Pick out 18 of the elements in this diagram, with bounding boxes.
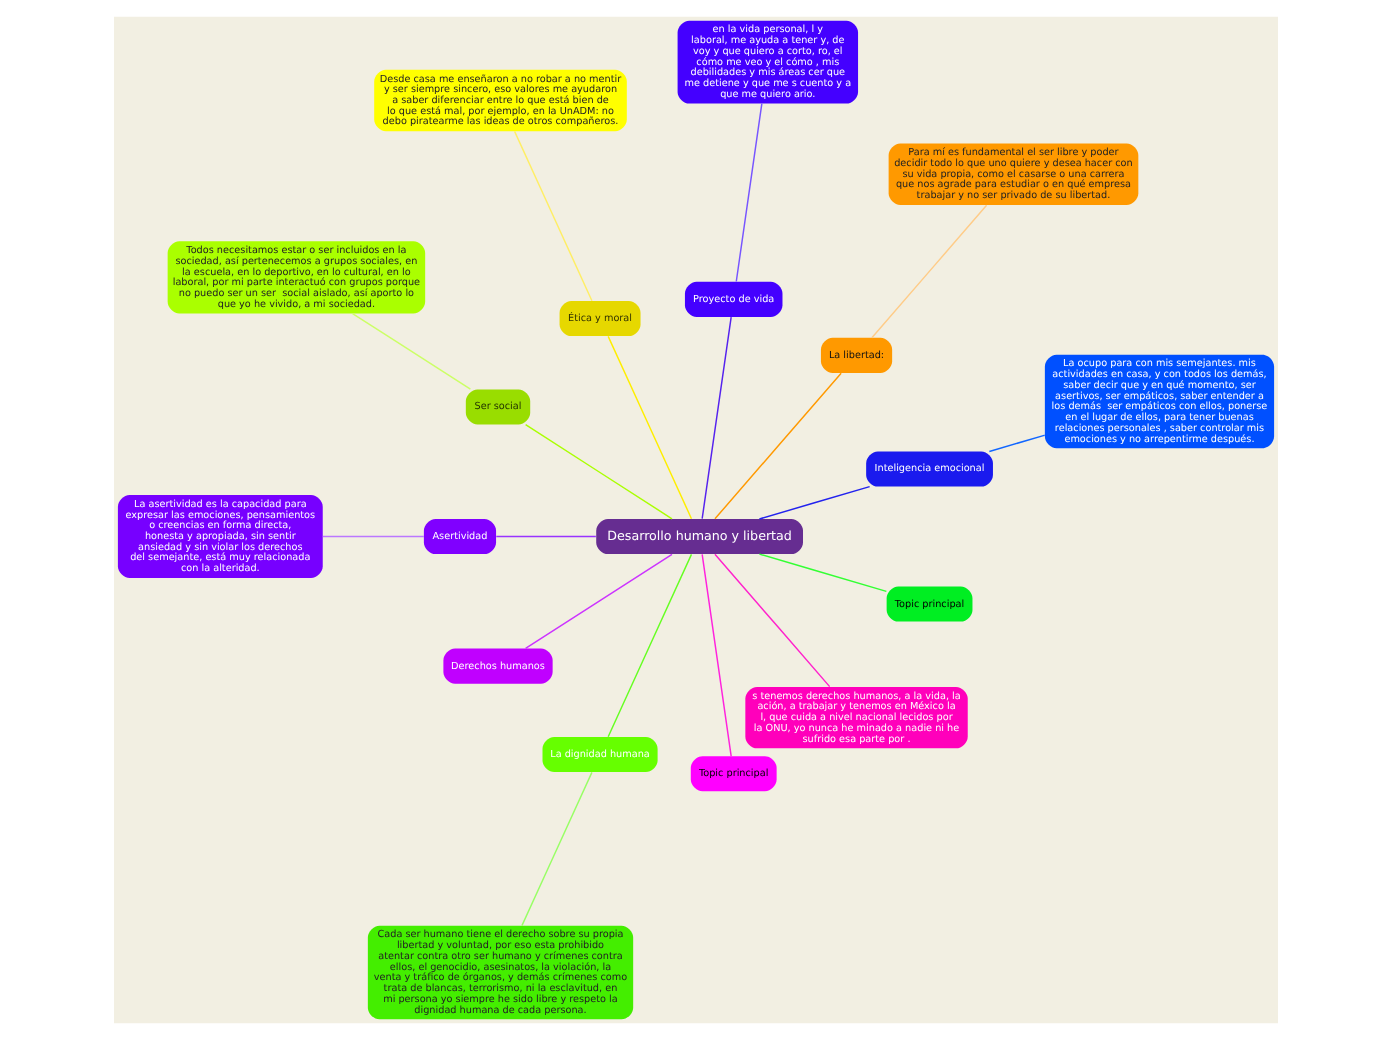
connector <box>714 553 831 688</box>
connector <box>871 204 988 339</box>
connector <box>521 771 593 927</box>
connector <box>322 535 425 538</box>
connector <box>495 535 597 538</box>
connector <box>735 102 763 283</box>
connector <box>758 553 888 593</box>
connector <box>701 553 732 757</box>
connector <box>513 130 593 302</box>
connector <box>988 434 1046 453</box>
connector <box>607 553 693 738</box>
connector <box>351 312 472 390</box>
connector <box>701 316 732 520</box>
connector <box>714 372 842 520</box>
connector <box>758 485 871 520</box>
connector <box>524 553 673 650</box>
connector <box>524 423 673 520</box>
connector <box>607 335 693 520</box>
